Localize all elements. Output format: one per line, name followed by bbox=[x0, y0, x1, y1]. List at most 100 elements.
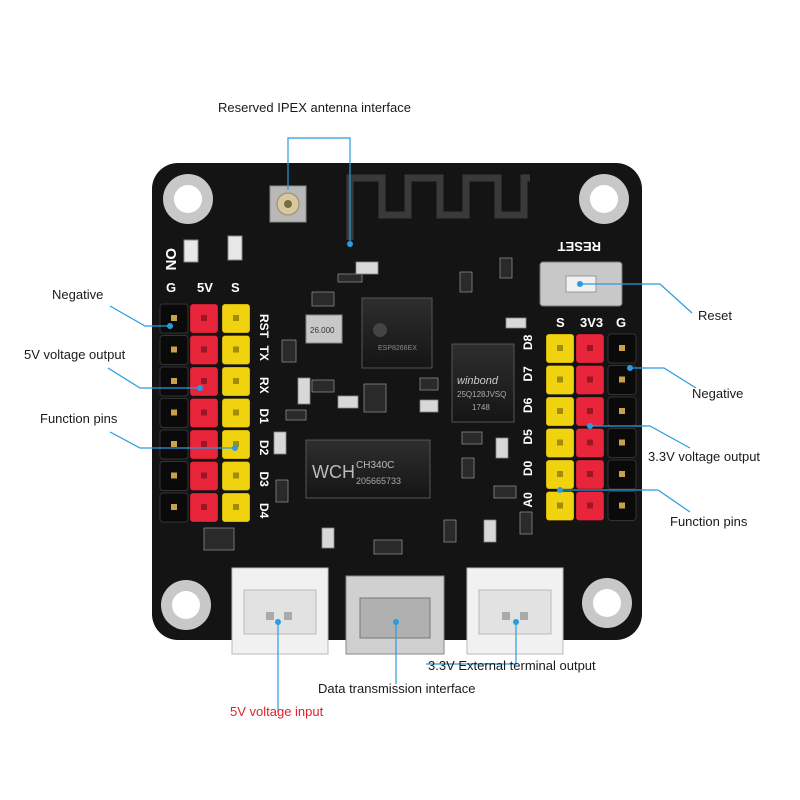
svg-text:1748: 1748 bbox=[472, 403, 490, 412]
left-pin-2-1 bbox=[189, 366, 219, 397]
callout-reset: Reset bbox=[698, 308, 732, 323]
smd-part-19 bbox=[519, 511, 533, 535]
right-pin-4-0 bbox=[545, 459, 575, 490]
right-pin-0-0 bbox=[545, 333, 575, 364]
svg-text:WCH: WCH bbox=[312, 462, 355, 482]
smd-part-18 bbox=[483, 519, 497, 543]
smd-part-22 bbox=[373, 539, 403, 555]
mounting-hole-bottom-left bbox=[161, 580, 211, 630]
smd-part-20 bbox=[203, 527, 235, 551]
line-v33-terminal bbox=[426, 622, 517, 665]
right-header-titles: S 3V3 G bbox=[556, 315, 626, 330]
callout-function-right: Function pins bbox=[670, 514, 748, 529]
callout-dots bbox=[167, 241, 633, 625]
line-function-right bbox=[560, 489, 691, 513]
right-pin-2-2 bbox=[607, 396, 637, 427]
smd-part-8 bbox=[419, 377, 439, 391]
svg-text:winbond: winbond bbox=[457, 375, 499, 387]
smd-part-1 bbox=[459, 271, 473, 293]
right-pin-label-d8: D8 bbox=[521, 334, 535, 350]
left-pin-2-2 bbox=[221, 366, 251, 397]
left-pin-6-0 bbox=[159, 492, 189, 523]
mounting-hole-bottom-right bbox=[582, 578, 632, 628]
right-pin-header bbox=[545, 333, 637, 521]
left-pin-3-2 bbox=[221, 398, 251, 428]
left-pin-6-1 bbox=[189, 492, 219, 523]
smd-part-13 bbox=[461, 457, 475, 479]
callout-5v-input: 5V voltage input bbox=[230, 704, 324, 719]
smd-part-17 bbox=[443, 519, 457, 543]
right-pin-3-1 bbox=[575, 428, 605, 458]
right-pin-1-1 bbox=[575, 365, 605, 395]
line-reset bbox=[580, 283, 693, 314]
smd-part-7 bbox=[285, 409, 307, 421]
svg-text:26.000: 26.000 bbox=[310, 326, 335, 335]
left-title-s: S bbox=[231, 280, 240, 295]
smd-part-4 bbox=[281, 339, 297, 363]
smd-part-5 bbox=[311, 379, 335, 393]
callout-data-interface: Data transmission interface bbox=[318, 681, 476, 696]
esp8266-chip: ESP8266EX bbox=[361, 297, 433, 369]
smd-part-10 bbox=[363, 383, 387, 413]
left-pin-1-1 bbox=[189, 335, 219, 365]
smd-part-12 bbox=[495, 437, 509, 459]
left-pin-label-tx: TX bbox=[257, 346, 271, 361]
micro-usb-port bbox=[345, 575, 445, 655]
svg-text:CH340C: CH340C bbox=[356, 460, 394, 471]
callout-3v3-terminal: 3.3V External terminal output bbox=[428, 658, 596, 673]
smd-part-24 bbox=[297, 377, 311, 405]
reset-label: RESET bbox=[558, 239, 601, 254]
right-pin-4-2 bbox=[607, 459, 637, 490]
left-pin-4-0 bbox=[159, 429, 189, 460]
left-pin-0-0 bbox=[159, 303, 189, 334]
right-pin-label-d5: D5 bbox=[521, 429, 535, 445]
on-label: ON bbox=[162, 248, 179, 271]
left-header-titles: G 5V S bbox=[166, 280, 240, 295]
left-pin-0-2 bbox=[221, 303, 251, 334]
mounting-hole-top-right bbox=[579, 174, 629, 224]
right-pin-label-a0: A0 bbox=[521, 492, 535, 508]
smd-part-16 bbox=[275, 479, 289, 503]
mounting-hole-top-left bbox=[163, 174, 213, 224]
left-pin-5-0 bbox=[159, 461, 189, 491]
right-pin-3-2 bbox=[607, 428, 637, 458]
right-pin-5-0 bbox=[545, 491, 575, 521]
left-pin-0-1 bbox=[189, 303, 219, 334]
smd-part-11 bbox=[461, 431, 483, 445]
svg-text:25Q128JVSQ: 25Q128JVSQ bbox=[457, 390, 506, 399]
left-pin-5-2 bbox=[221, 461, 251, 491]
crystal-oscillator: 26.000 bbox=[305, 314, 343, 344]
callout-function-left: Function pins bbox=[40, 411, 118, 426]
line-ipex bbox=[287, 137, 351, 244]
right-pin-2-1 bbox=[575, 396, 605, 427]
ipex-connector bbox=[269, 185, 307, 223]
line-negative-right bbox=[630, 367, 697, 389]
callout-ipex: Reserved IPEX antenna interface bbox=[218, 100, 411, 115]
power-led bbox=[183, 239, 199, 263]
line-negative-left bbox=[109, 305, 170, 327]
right-pin-0-1 bbox=[575, 333, 605, 364]
right-pin-3-0 bbox=[545, 428, 575, 458]
callout-negative-right: Negative bbox=[692, 386, 744, 401]
svg-text:205665733: 205665733 bbox=[356, 476, 401, 486]
left-terminal-connector bbox=[231, 567, 329, 655]
smd-part-23 bbox=[311, 291, 335, 307]
smd-part-15 bbox=[273, 431, 287, 455]
status-led bbox=[227, 235, 243, 261]
line-5v-output bbox=[107, 367, 200, 389]
smd-components bbox=[203, 257, 533, 555]
left-pin-1-2 bbox=[221, 335, 251, 365]
smd-part-3 bbox=[505, 317, 527, 329]
pcb-board bbox=[152, 163, 642, 640]
smd-part-9 bbox=[419, 399, 439, 413]
left-pin-2-0 bbox=[159, 366, 189, 397]
right-pin-4-1 bbox=[575, 459, 605, 490]
left-pin-label-d4: D4 bbox=[257, 503, 271, 519]
left-pin-3-0 bbox=[159, 398, 189, 428]
left-pin-label-d3: D3 bbox=[257, 472, 271, 488]
smd-part-2 bbox=[499, 257, 513, 279]
left-title-5v: 5V bbox=[197, 280, 213, 295]
callout-lines bbox=[107, 137, 697, 712]
